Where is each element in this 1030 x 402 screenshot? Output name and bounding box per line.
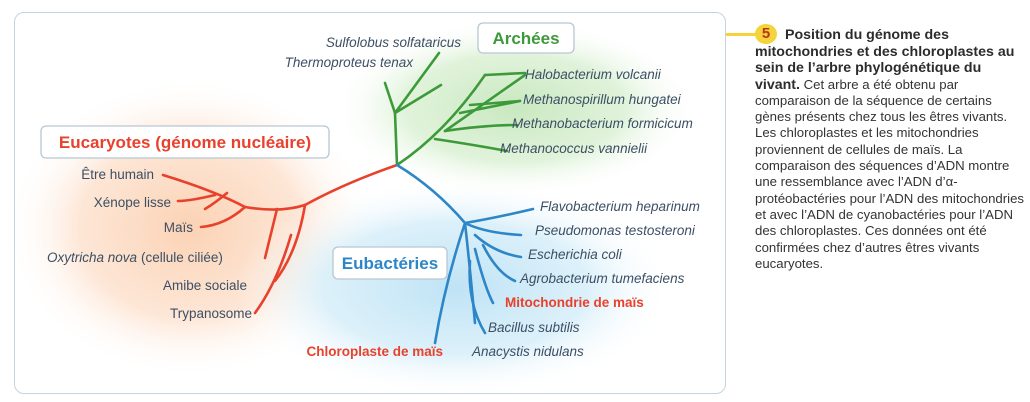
leaf-amibe: Amibe sociale bbox=[163, 278, 247, 293]
leaf-etre-humain: Être humain bbox=[81, 167, 154, 182]
leaf-oxytricha-note: (cellule ciliée) bbox=[141, 250, 223, 265]
leaf-oxytricha: Oxytricha nova(cellule ciliée) bbox=[47, 250, 223, 265]
leaf-sulfolobus: Sulfolobus solfataricus bbox=[326, 35, 461, 50]
caption-title: Position du génome des mitochondries et … bbox=[755, 27, 1015, 93]
bacteria-title: Eubactéries bbox=[342, 254, 438, 273]
eukaryotes-title-box: Eucaryotes (génome nucléaire) bbox=[40, 125, 330, 159]
bacteria-title-box: Eubactéries bbox=[332, 246, 448, 280]
leaf-methanospirillum: Methanospirillum hungatei bbox=[523, 92, 682, 107]
leaf-thermoproteus: Thermoproteus tenax bbox=[285, 55, 415, 70]
eukaryotes-title: Eucaryotes (génome nucléaire) bbox=[59, 133, 311, 152]
leaf-bacillus: Bacillus subtilis bbox=[488, 320, 580, 335]
archaea-branches bbox=[383, 51, 527, 167]
leaf-mitochondrie: Mitochondrie de maïs bbox=[505, 295, 644, 310]
tree-panel: Archées Eucaryotes (génome nucléaire) Eu… bbox=[14, 12, 726, 394]
eukaryote-branches bbox=[161, 163, 399, 315]
leaf-xenope: Xénope lisse bbox=[94, 195, 171, 210]
leaf-oxytricha-name: Oxytricha nova bbox=[47, 250, 138, 265]
leaf-mais: Maïs bbox=[164, 220, 194, 235]
phylogenetic-tree: Archées Eucaryotes (génome nucléaire) Eu… bbox=[15, 18, 700, 393]
caption-body: Cet arbre a été obtenu par comparaison d… bbox=[755, 76, 1025, 271]
leaf-anacystis: Anacystis nidulans bbox=[471, 344, 584, 359]
archaea-halo bbox=[330, 18, 700, 198]
leaf-methanococcus: Methanococcus vannielii bbox=[500, 141, 648, 156]
leaf-chloroplaste: Chloroplaste de maïs bbox=[306, 344, 443, 359]
leaf-methanobacterium: Methanobacterium formicicum bbox=[512, 116, 693, 131]
callout-line bbox=[726, 33, 764, 36]
archaea-title: Archées bbox=[492, 29, 559, 48]
leaf-escherichia: Escherichia coli bbox=[528, 247, 623, 262]
leaf-flavobacterium: Flavobacterium heparinum bbox=[540, 199, 700, 214]
leaf-halobacterium: Halobacterium volcanii bbox=[525, 67, 662, 82]
figure-number-badge: 5 bbox=[755, 24, 777, 44]
leaf-trypanosome: Trypanosome bbox=[170, 306, 252, 321]
leaf-pseudomonas: Pseudomonas testosteroni bbox=[535, 223, 696, 238]
bacteria-branches bbox=[395, 163, 535, 345]
archaea-title-box: Archées bbox=[477, 22, 575, 54]
bacteria-halo bbox=[235, 178, 675, 393]
leaf-agrobacterium: Agrobacterium tumefaciens bbox=[519, 271, 685, 286]
